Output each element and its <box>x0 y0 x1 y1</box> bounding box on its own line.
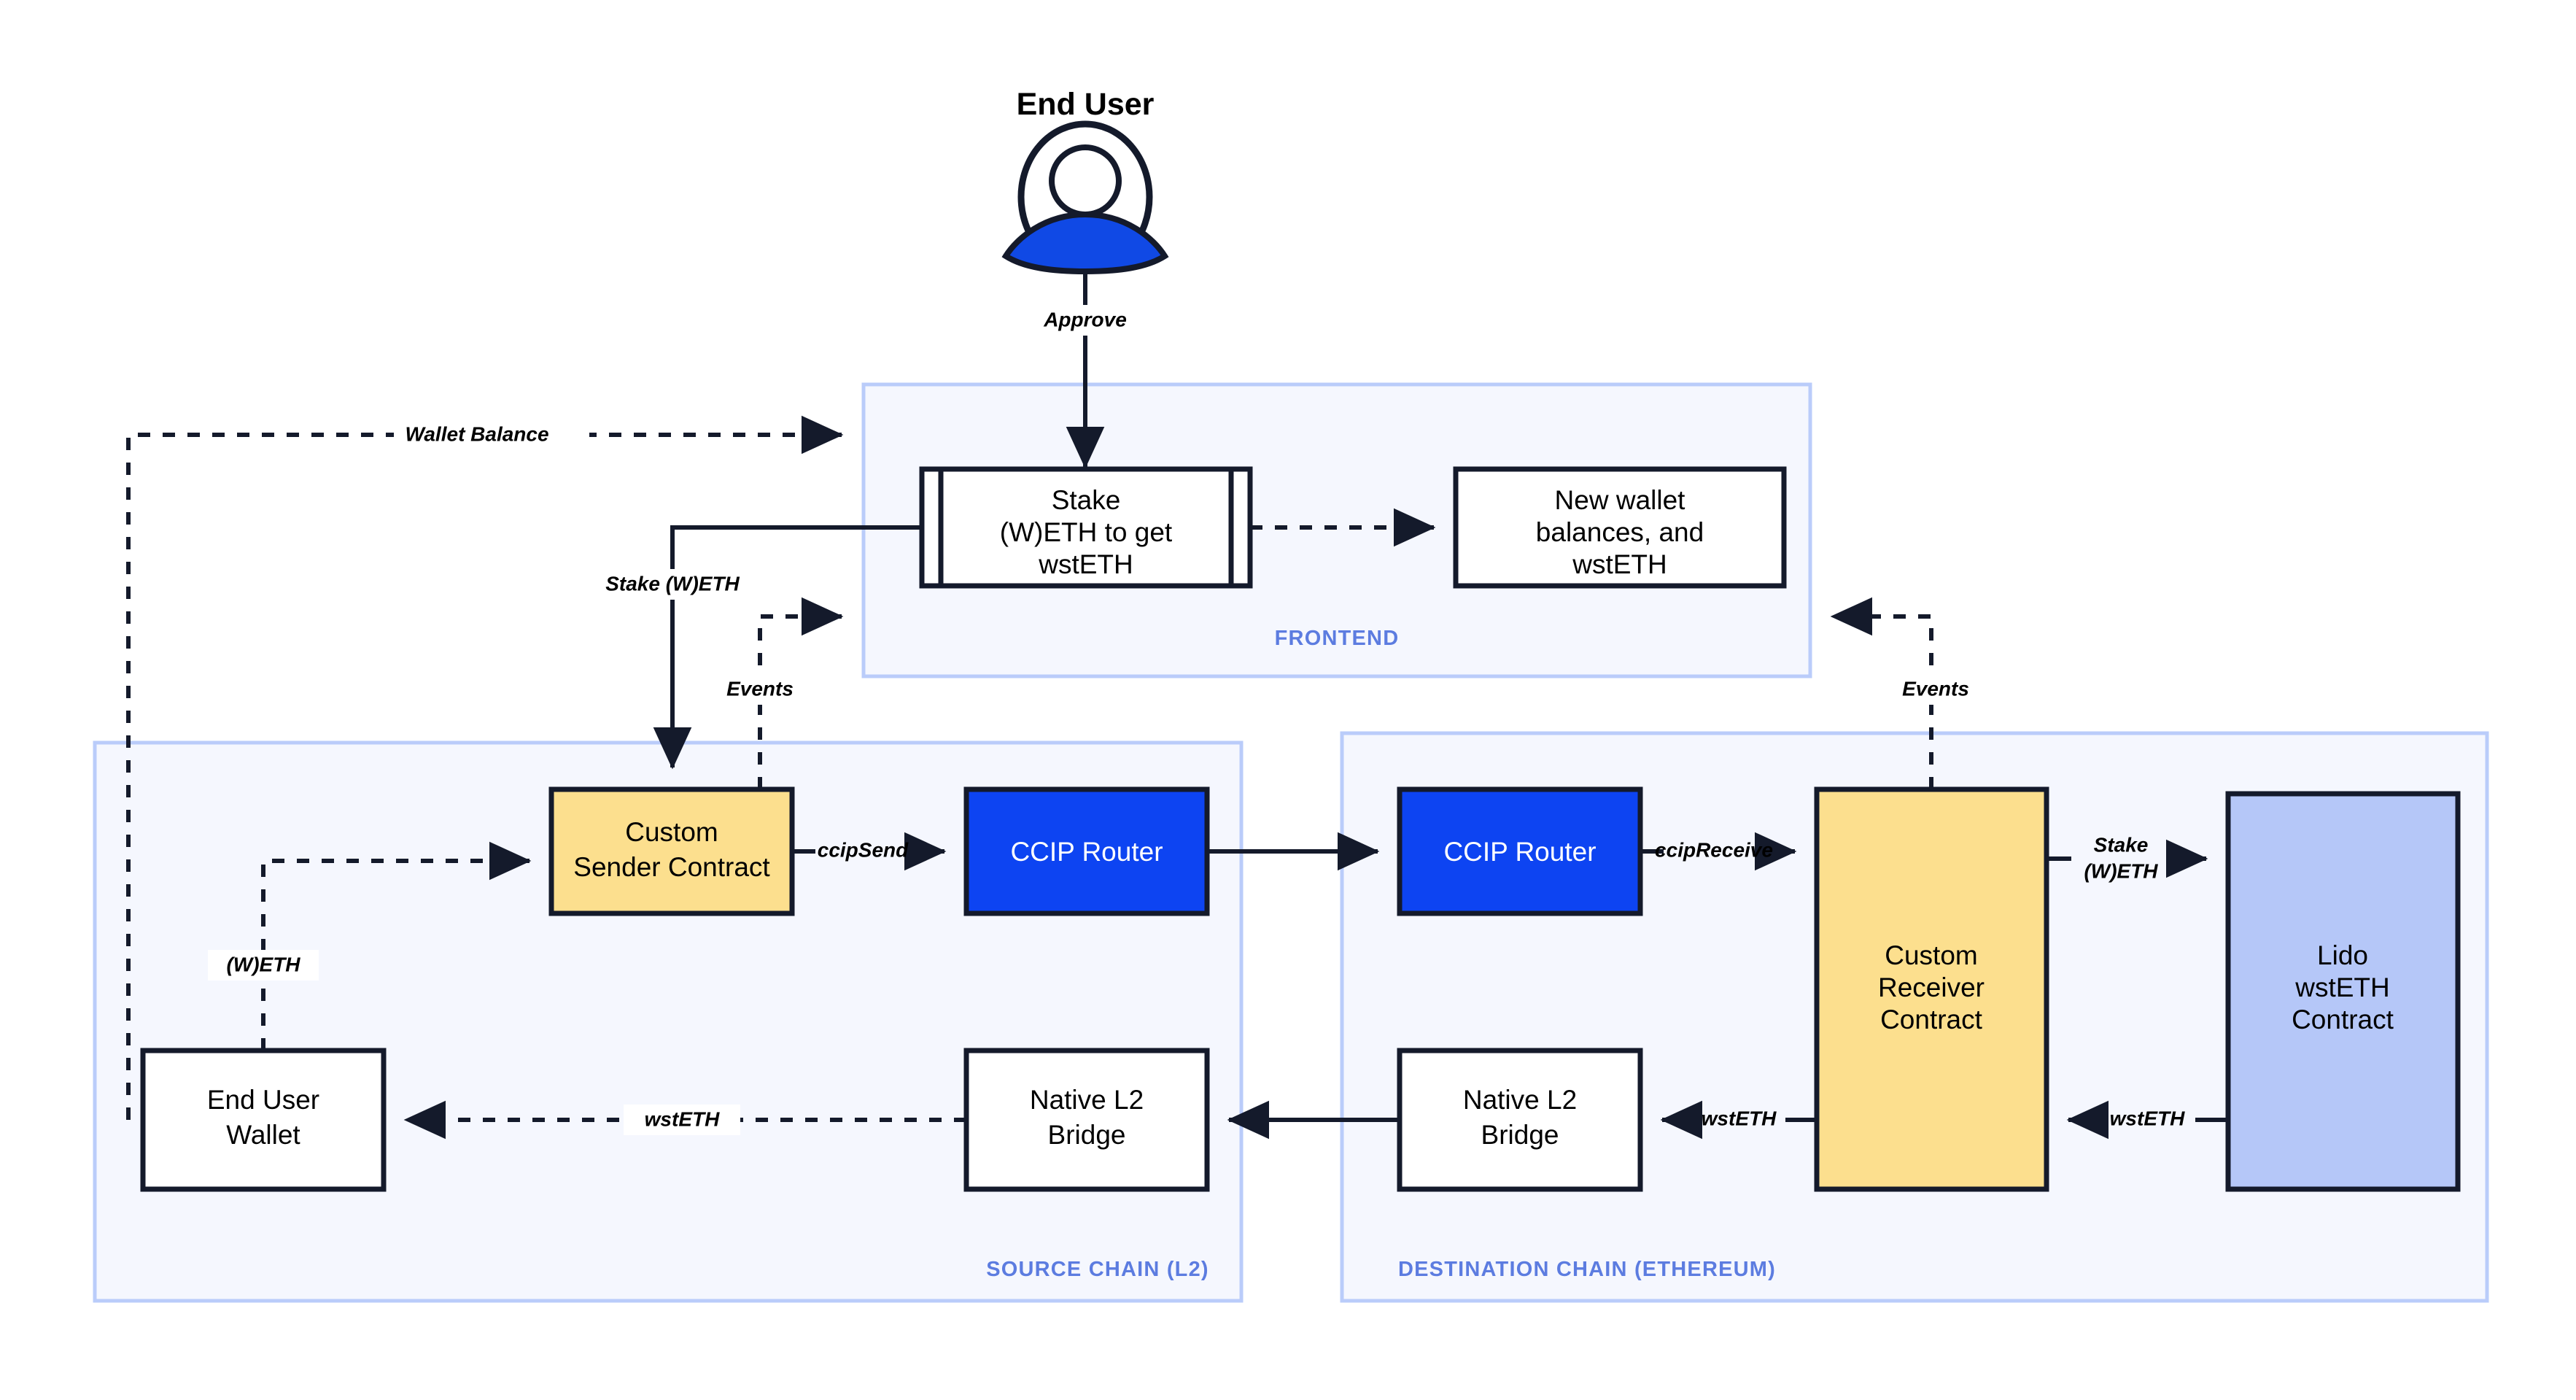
node-stake-weth-form-line3: wstETH <box>1038 549 1133 579</box>
user-avatar-icon <box>1001 120 1169 275</box>
edge-wsteth-to-wallet-label: wstETH <box>645 1107 720 1130</box>
edge-stake-weth-label: Stake (W)ETH <box>605 572 740 595</box>
zone-destination-chain-label: DESTINATION CHAIN (ETHEREUM) <box>1398 1258 1776 1281</box>
node-native-l2-bridge-source[interactable]: Native L2 Bridge <box>963 1048 1210 1192</box>
node-lido-wsteth-contract[interactable]: Lido wstETH Contract <box>2225 791 2461 1192</box>
node-stake-weth-form-line1: Stake <box>1052 485 1121 515</box>
node-custom-receiver-contract-line2: Receiver <box>1878 972 1985 1002</box>
edge-ccipsend-label: ccipSend <box>818 838 909 861</box>
edge-wsteth-to-bridge-label: wstETH <box>1702 1107 1777 1129</box>
edge-events-destination-label: Events <box>1902 677 1969 700</box>
node-end-user-wallet-line1: End User <box>207 1085 319 1115</box>
node-ccip-router-source[interactable]: CCIP Router <box>963 786 1210 916</box>
node-custom-receiver-contract-line3: Contract <box>1880 1005 1983 1034</box>
edge-stake-weth-lido-line2: (W)ETH <box>2084 859 2158 882</box>
edge-approve-label: Approve <box>1043 308 1127 330</box>
node-native-l2-bridge-source-line2: Bridge <box>1048 1120 1126 1150</box>
node-custom-sender-contract[interactable]: Custom Sender Contract <box>548 786 795 916</box>
edge-events-source <box>758 597 844 789</box>
node-lido-wsteth-contract-line3: Contract <box>2292 1005 2394 1034</box>
edge-events-destination <box>1830 597 1933 789</box>
edge-weth-label: (W)ETH <box>226 953 300 975</box>
node-stake-weth-form-line2: (W)ETH to get <box>1000 517 1173 547</box>
node-custom-receiver-contract-line1: Custom <box>1885 940 1977 970</box>
node-native-l2-bridge-destination-line2: Bridge <box>1481 1120 1559 1150</box>
node-ccip-router-destination-label: CCIP Router <box>1443 837 1596 867</box>
node-custom-sender-contract-line2: Sender Contract <box>573 852 770 882</box>
node-lido-wsteth-contract-line1: Lido <box>2317 940 2368 970</box>
edge-stake-weth <box>653 525 922 770</box>
node-custom-receiver-contract[interactable]: Custom Receiver Contract <box>1814 786 2049 1192</box>
edge-events-source-label: Events <box>726 677 794 700</box>
zone-frontend-label: FRONTEND <box>1275 627 1400 650</box>
end-user-title: End User <box>1017 87 1155 122</box>
edge-wallet-balance-label: Wallet Balance <box>405 422 548 445</box>
node-ccip-router-source-label: CCIP Router <box>1010 837 1163 867</box>
node-custom-sender-contract-line1: Custom <box>625 817 718 847</box>
node-ccip-router-destination[interactable]: CCIP Router <box>1397 786 1643 916</box>
edge-ccipreceive-label: ccipReceive <box>1655 838 1773 861</box>
node-lido-wsteth-contract-line2: wstETH <box>2294 972 2390 1002</box>
node-end-user-wallet-line2: Wallet <box>226 1120 300 1150</box>
node-end-user-wallet[interactable]: End User Wallet <box>140 1048 387 1192</box>
node-new-wallet-balances-line3: wstETH <box>1572 549 1667 579</box>
node-native-l2-bridge-destination-line1: Native L2 <box>1463 1085 1577 1115</box>
node-new-wallet-balances-line2: balances, and <box>1536 517 1704 547</box>
zone-source-chain-label: SOURCE CHAIN (L2) <box>986 1258 1209 1281</box>
edge-stake-weth-lido-line1: Stake <box>2094 833 2149 856</box>
node-new-wallet-balances[interactable]: New wallet balances, and wstETH <box>1453 466 1787 589</box>
edge-wallet-balance <box>126 415 844 1120</box>
node-stake-weth-form[interactable]: Stake (W)ETH to get wstETH <box>919 466 1253 589</box>
node-native-l2-bridge-source-line1: Native L2 <box>1030 1085 1144 1115</box>
node-new-wallet-balances-line1: New wallet <box>1555 485 1686 515</box>
node-native-l2-bridge-destination[interactable]: Native L2 Bridge <box>1397 1048 1643 1192</box>
edge-wsteth-from-lido-label: wstETH <box>2110 1107 2185 1129</box>
